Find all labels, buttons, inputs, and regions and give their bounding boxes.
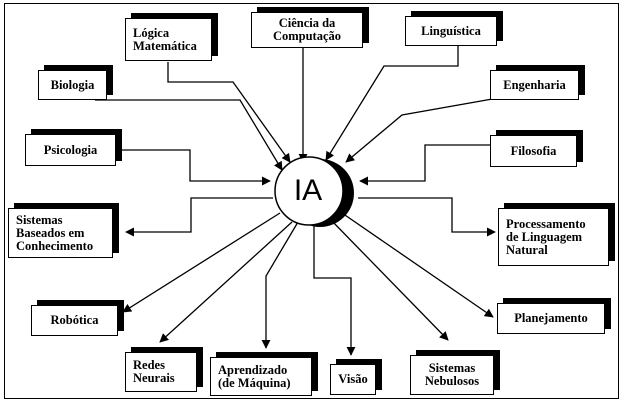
node-logica-matematica: Lógica Matemática (125, 18, 212, 61)
arrow-ia-to-aprendizado (261, 221, 299, 349)
node-robotica: Robótica (31, 305, 118, 336)
node-aprendizado: Aprendizado (de Máquina) (210, 357, 312, 396)
node-filosofia: Filosofia (490, 135, 577, 167)
diagram-frame (4, 3, 619, 399)
ia-hub-circle (274, 156, 354, 227)
node-engenharia: Engenharia (490, 70, 579, 100)
node-redes-neurais: Redes Neurais (125, 352, 197, 392)
arrow-psicologia-to-ia (118, 149, 271, 186)
arrow-logica-to-ia (167, 62, 291, 163)
arrow-ia-to-processamento (358, 197, 496, 237)
node-sistemas-nebulosos: Sistemas Nebulosos (410, 355, 494, 395)
arrow-ia-to-sistemas-baseados (125, 197, 273, 237)
node-planejamento: Planejamento (497, 303, 605, 334)
arrow-ia-to-sistemas-nebulosos (329, 218, 449, 341)
arrow-engenharia-to-ia (345, 97, 499, 163)
ia-hub-label: IA (293, 174, 323, 207)
arrow-ia-to-planejamento (341, 212, 494, 318)
node-processamento-linguagem: Processamento de Linguagem Natural (498, 208, 609, 266)
node-linguistica: Linguística (405, 16, 497, 46)
node-biologia: Biologia (38, 70, 107, 100)
arrow-linguistica-to-ia (325, 46, 459, 161)
node-visao: Visão (330, 364, 376, 395)
arrow-ia-to-redes-neurais (159, 221, 293, 343)
node-sistemas-baseados: Sistemas Baseados em Conhecimento (8, 208, 113, 258)
arrow-filosofia-to-ia (359, 144, 493, 186)
arrow-biologia-to-ia (95, 99, 283, 171)
node-psicologia: Psicologia (25, 134, 116, 166)
arrow-ia-to-robotica (122, 212, 281, 313)
node-ciencia-computacao: Ciência da Computação (251, 12, 363, 48)
arrow-ia-to-visao (313, 224, 356, 356)
